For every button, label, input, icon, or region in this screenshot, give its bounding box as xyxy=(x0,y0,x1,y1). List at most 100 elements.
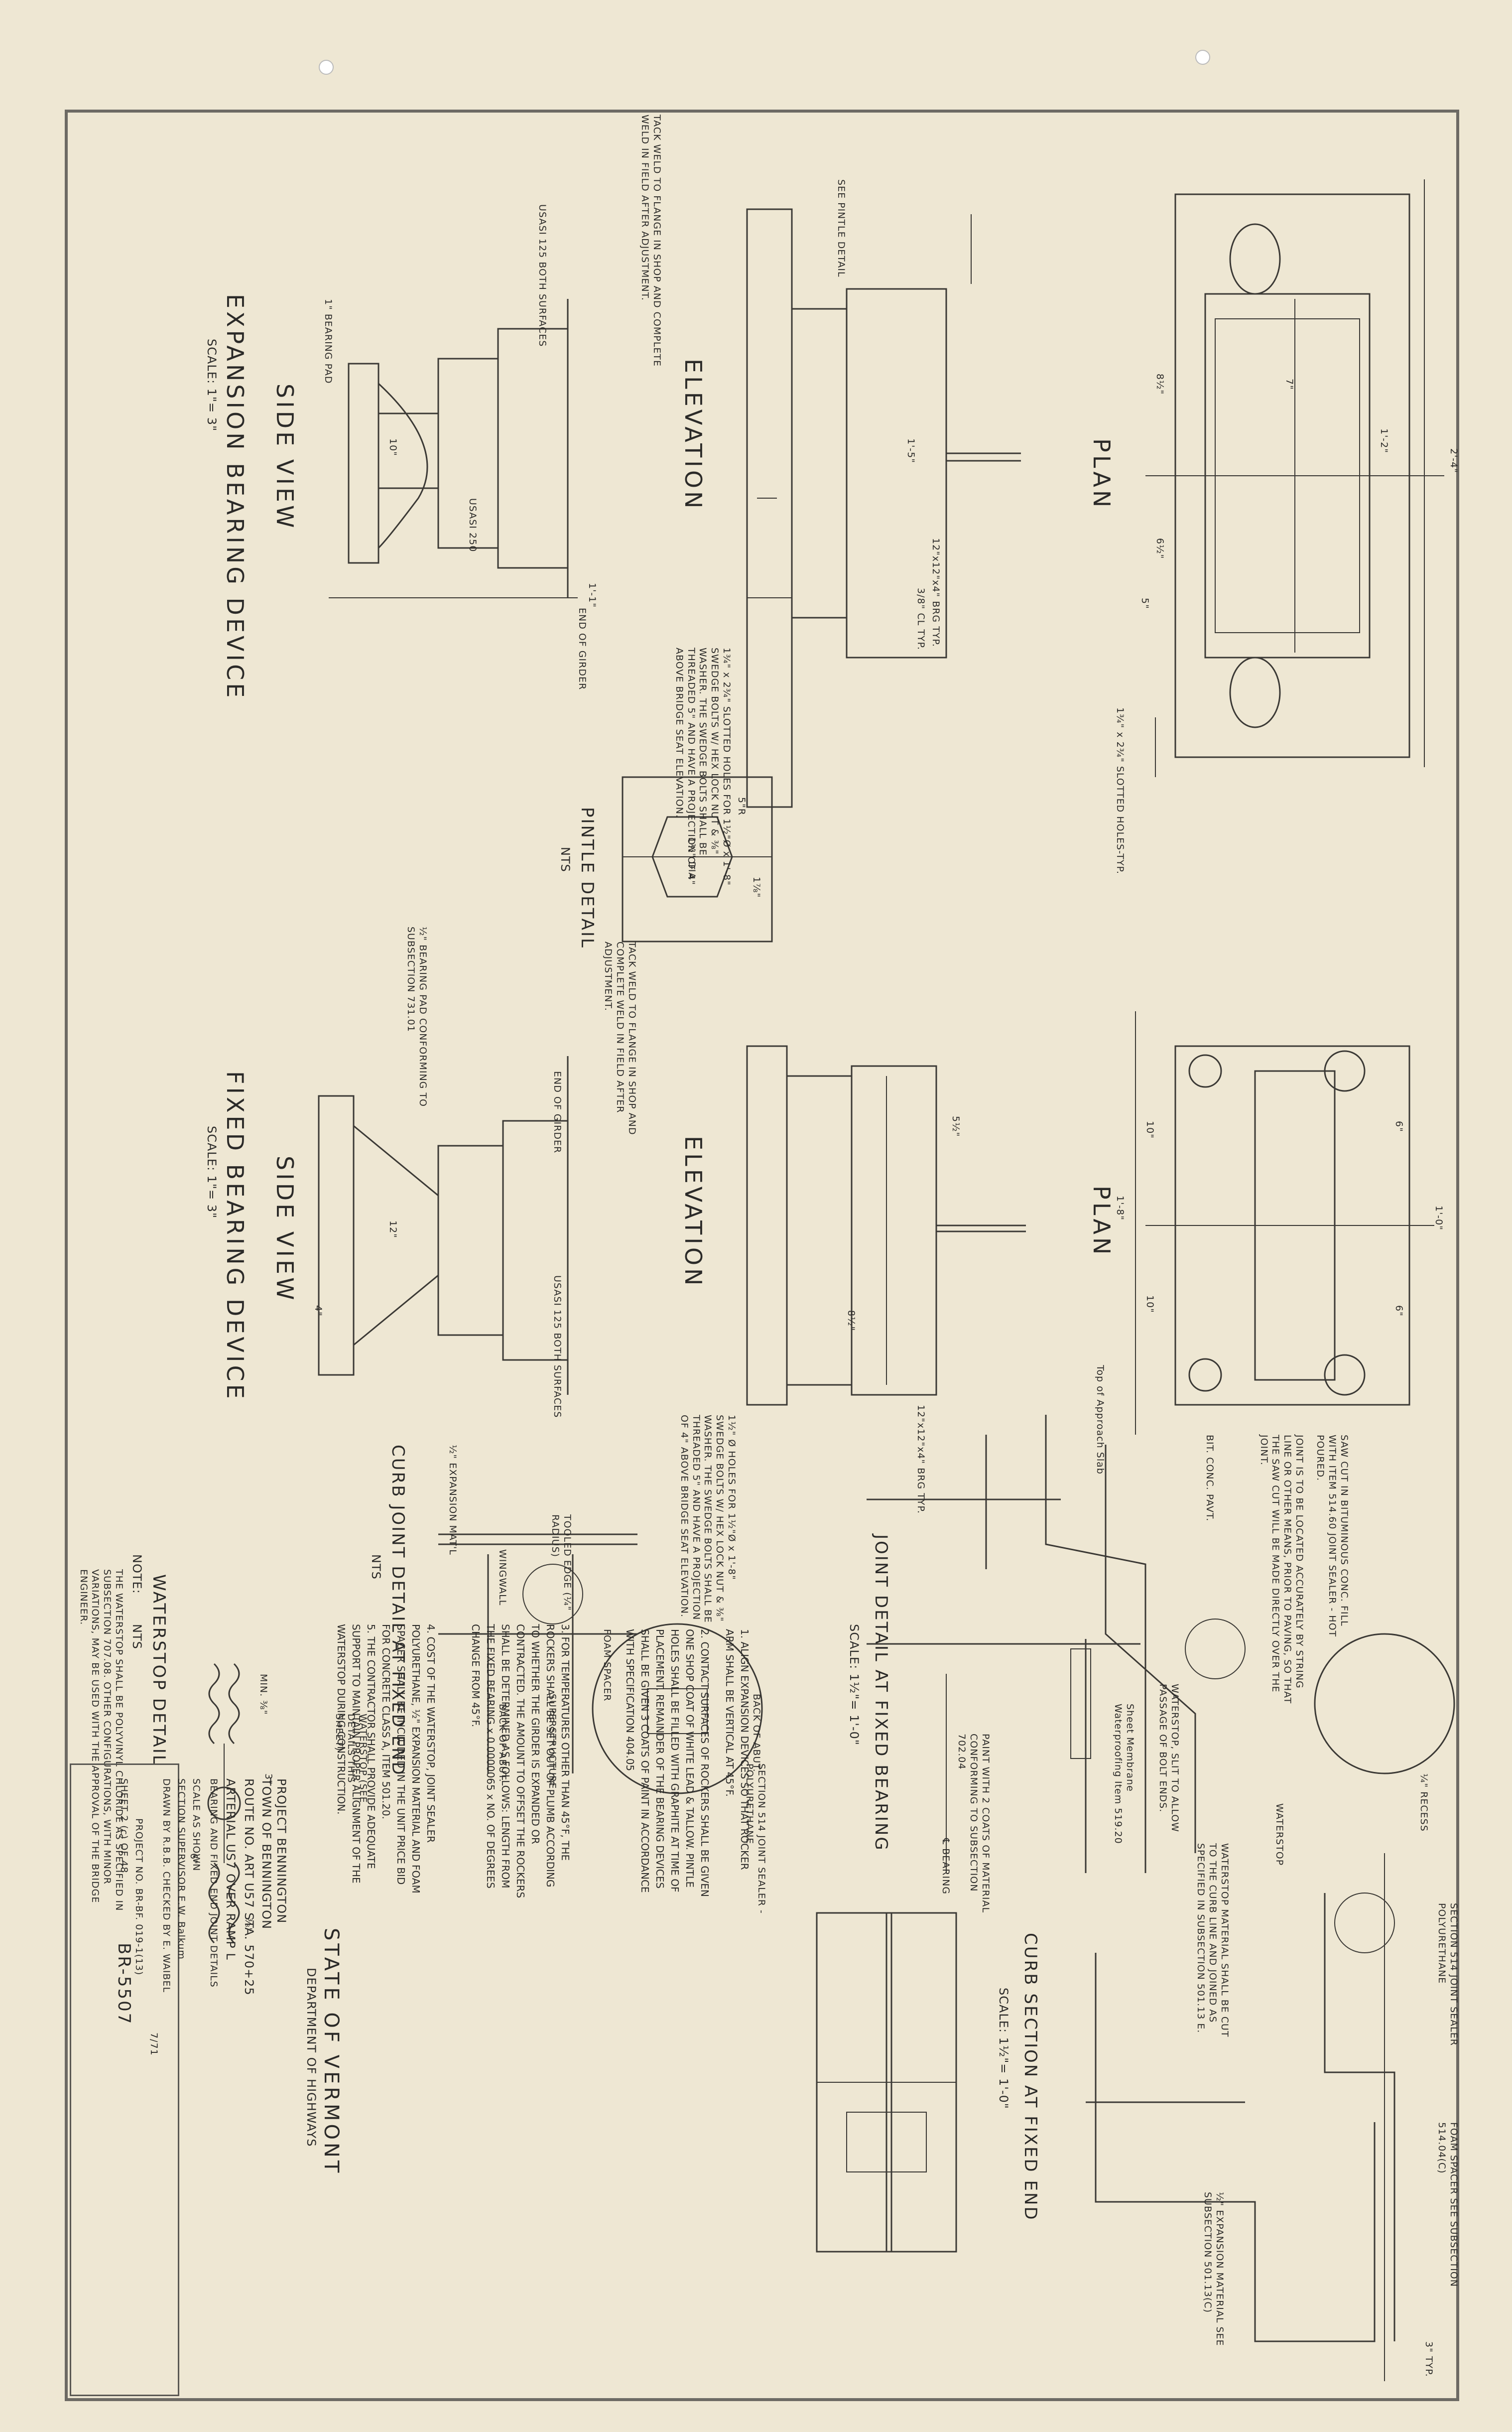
joint-note-6: Sheet Membrane Waterproofing Item 519.20 xyxy=(1113,1704,1135,1844)
joint-note-5: WATERSTOP, SLIT TO ALLOW PASSAGE OF BOLT… xyxy=(1157,1684,1180,1832)
fixed-note-3: ½" BEARING PAD CONFORMING TO SUBSECTION … xyxy=(405,927,428,1107)
title-date: 7/71 xyxy=(148,2032,159,2056)
plan-of-curb-joint-drawing xyxy=(816,1912,957,2253)
fixed-plan-title: PLAN xyxy=(1088,1186,1115,1258)
title-section: SECTION SUPERVISOR E.W. Balkum xyxy=(176,1778,187,1960)
joint-note-7: PAINT WITH 2 COATS OF MATERIAL CONFORMIN… xyxy=(956,1734,992,1913)
pintle-dim: 5"R xyxy=(736,797,747,816)
fixed-dim: 1'-8" xyxy=(1115,1196,1126,1220)
expansion-device-title: EXPANSION BEARING DEVICE xyxy=(222,294,249,701)
general-notes: 2. CONTACT SURFACES OF ROCKERS SHALL BE … xyxy=(623,1629,712,1898)
fixed-elevation-drawing xyxy=(746,1045,1026,1406)
fixed-elevation-title: ELEVATION xyxy=(680,1136,707,1289)
fixed-note-4: END OF GIRDER xyxy=(552,1071,563,1154)
fixed-dim: 12" xyxy=(387,1220,398,1238)
title-arterial: ARTERIAL US7 OVER RAMP L xyxy=(224,1778,238,1960)
curb-joint-note-1: ½" EXPANSION MAT'L xyxy=(447,1445,458,1555)
fixed-note-1: TACK WELD TO FLANGE IN SHOP AND COMPLETE… xyxy=(603,942,638,1135)
expansion-dim: 2'-4" xyxy=(1448,448,1459,473)
fixed-note-5: 1½" Ø HOLES FOR 1½"Ø x 1'-8" SWEDGE BOLT… xyxy=(679,1415,737,1623)
title-scale: SCALE AS SHOWN xyxy=(191,1778,202,1872)
joint-note-1: SAW CUT IN BITUMINOUS CONC. FILL WITH IT… xyxy=(1315,1435,1350,1637)
fixed-plan-drawing xyxy=(1135,1011,1434,1435)
title-project: PROJECT BENNINGTON xyxy=(274,1778,288,1924)
fixed-device-title: FIXED BEARING DEVICE xyxy=(222,1071,249,1402)
expansion-dim: 5" xyxy=(1139,598,1150,609)
expansion-dim: 12"x12"x4" BRG TYP. xyxy=(930,538,941,647)
pintle-detail-drawing xyxy=(622,776,773,943)
general-note-5: 5. THE CONTRACTOR SHALL PROVIDE ADEQUATE… xyxy=(335,1624,377,1884)
curb-section-note-5: 3" TYP. xyxy=(1423,2341,1434,2377)
expansion-side-view-title: SIDE VIEW xyxy=(271,384,298,531)
curb-section-scale: SCALE: 1½"= 1'-0" xyxy=(997,1988,1010,2109)
expansion-dim: 10" xyxy=(387,438,398,456)
expansion-note-7: 1¾" x 2¾" SLOTTED HOLES FOR 1½"Ø x 1'-8"… xyxy=(674,648,732,886)
general-note-3: 3. FOR TEMPERATURES OTHER THAN 45°F, THE… xyxy=(470,1624,571,1898)
waterstop-detail-drawing xyxy=(207,1663,241,1944)
curb-section-note-4: ½" EXPANSION MATERIAL SEE SUBSECTION 501… xyxy=(1202,2192,1225,2346)
expansion-elevation-drawing xyxy=(746,208,1021,808)
waterstop-scale: NTS xyxy=(130,1624,144,1649)
expansion-dim: 1'-2" xyxy=(1379,428,1389,453)
general-notes: 1. ALIGN EXPANSION DEVICES SO THAT ROCKE… xyxy=(722,1629,752,1888)
waterstop-title: WATERSTOP DETAIL xyxy=(149,1574,169,1766)
joint-note-3: BIT. CONC. PAVT. xyxy=(1204,1435,1215,1522)
title-block xyxy=(70,1763,179,2396)
general-notes: 3. FOR TEMPERATURES OTHER THAN 45°F, THE… xyxy=(468,1624,573,1903)
waterstop-note-label: NOTE: xyxy=(130,1554,144,1594)
joint-note-9: FOAM SPACER xyxy=(602,1629,613,1702)
pintle-title: PINTLE DETAIL xyxy=(577,807,597,949)
expansion-elevation-title: ELEVATION xyxy=(680,359,707,512)
expansion-note-2: USASI 125 BOTH SURFACES xyxy=(537,204,548,347)
fixed-dim: 1'-0" xyxy=(1433,1206,1444,1230)
title-town: TOWN OF BENNINGTON xyxy=(259,1778,273,1929)
expansion-dim: 1'-1" xyxy=(587,583,598,608)
joint-note-14: ℄ BEARING xyxy=(940,1838,951,1895)
expansion-dim: 7" xyxy=(1284,379,1295,390)
fixed-dim: 10" xyxy=(1144,1295,1155,1313)
title-drawn: DRAWN BY R.B.B. CHECKED BY E. WAIBEL xyxy=(161,1778,172,1993)
expansion-device-scale: SCALE: 1"= 3" xyxy=(205,339,219,432)
curb-section-note-1: SECTION 514 JOINT SEALER POLYURETHANE xyxy=(1436,1903,1459,2046)
general-note-4: 4. COST OF THE WATERSTOP, JOINT SEALER P… xyxy=(380,1624,437,1893)
expansion-side-view-drawing xyxy=(329,299,578,598)
curb-section-drawing xyxy=(1086,1853,1395,2381)
expansion-note-5: USASI 250 xyxy=(467,498,478,552)
curb-joint-detail-scale: NTS xyxy=(369,1554,383,1580)
joint-note-12: ¼" RECESS xyxy=(1418,1773,1429,1832)
curb-section-note-2: FOAM SPACER SEE SUBSECTION 514.04(C) xyxy=(1436,2122,1459,2287)
joint-note-2: JOINT IS TO BE LOCATED ACCURATELY BY STR… xyxy=(1258,1435,1305,1704)
pintle-scale: NTS xyxy=(558,847,572,872)
title-drawing-no: BR-5507 xyxy=(114,1943,134,2026)
joint-detail-drawing xyxy=(867,1415,1455,1873)
fixed-device-scale: SCALE: 1"= 3" xyxy=(205,1126,219,1219)
expansion-dim: 3/8" CL TYP. xyxy=(915,588,926,650)
fixed-dim: 8½" xyxy=(846,1310,857,1332)
fixed-dim: 6" xyxy=(1393,1305,1404,1317)
expansion-plan-title: PLAN xyxy=(1088,438,1115,511)
joint-note-13: WATERSTOP xyxy=(1274,1803,1285,1866)
curb-joint-detail-drawing xyxy=(438,1533,763,1794)
expansion-dim: 6½" xyxy=(1154,538,1165,559)
fixed-note-6: 12"x12"x4" BRG TYP. xyxy=(915,1405,926,1514)
title-sheet-no: SHEET 2 (c) OF 48 xyxy=(119,1778,129,1874)
expansion-dim: 8½" xyxy=(1154,374,1165,395)
fixed-note-2: USASI 125 BOTH SURFACES xyxy=(552,1275,563,1418)
expansion-note-4: 1" BEARING PAD xyxy=(323,299,334,384)
general-notes: 5. THE CONTRACTOR SHALL PROVIDE ADEQUATE… xyxy=(334,1624,378,1903)
punch-hole xyxy=(319,60,334,75)
expansion-note-8: 1¾" x 2¾" SLOTTED HOLES-TYP. xyxy=(1115,707,1126,875)
fixed-dim: 6" xyxy=(1393,1121,1404,1132)
pintle-dim: 1⅞" xyxy=(751,877,762,898)
expansion-note-3: SEE PINTLE DETAIL xyxy=(836,179,847,277)
curb-section-note-3: WATERSTOP MATERIAL SHALL BE CUT TO THE C… xyxy=(1195,1843,1231,2037)
joint-note-10: TOOLED EDGE (¼" RADIUS) xyxy=(550,1514,573,1611)
curb-joint-note-2: WINGWALL xyxy=(497,1549,508,1606)
expansion-plan-drawing xyxy=(1145,179,1444,777)
title-route: ROUTE NO. ART U57 STA. 570+25 xyxy=(242,1778,256,1996)
waterstop-dim: MIN. ⅜" xyxy=(258,1674,269,1715)
punch-hole xyxy=(1195,50,1210,65)
title-state: STATE OF VERMONT xyxy=(320,1928,343,2176)
